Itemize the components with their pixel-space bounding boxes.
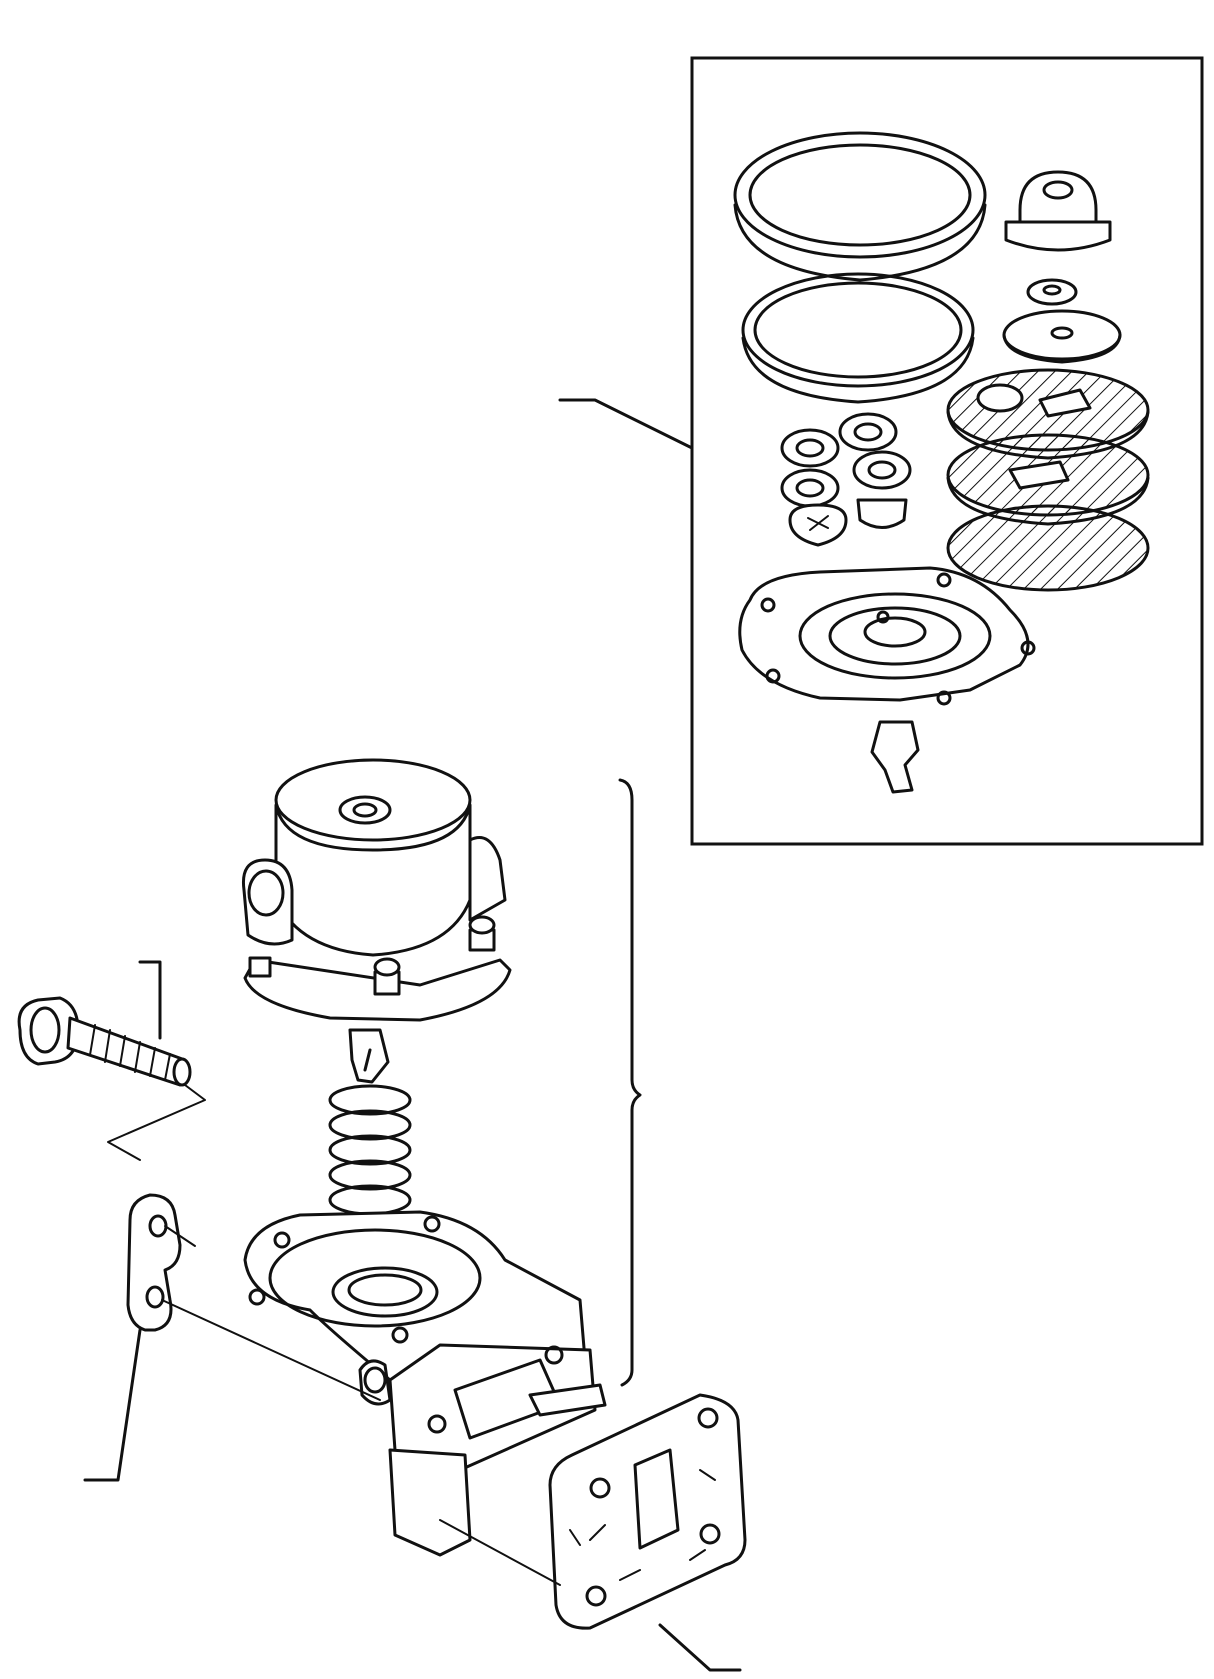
diaphragm-assembly xyxy=(738,566,1036,794)
kit-leader-line xyxy=(558,398,694,450)
large-o-ring xyxy=(733,131,987,282)
cap xyxy=(1004,170,1112,252)
spacer-callout-line xyxy=(83,1328,142,1482)
gasket-axis-line xyxy=(439,1519,561,1586)
kit-inset-frame xyxy=(690,56,1204,846)
spring xyxy=(328,1084,412,1216)
bolt xyxy=(17,996,192,1087)
pump-body xyxy=(243,1210,607,1557)
washer xyxy=(1026,278,1078,306)
bolt-callout-line xyxy=(138,960,162,1040)
pump-cover xyxy=(241,758,512,1022)
hatched-disc-lower xyxy=(946,504,1150,592)
mounting-flange-gasket xyxy=(548,1393,747,1630)
bolt-axis-line xyxy=(107,1084,206,1161)
diaphragm-rod xyxy=(348,1028,390,1084)
spacer-axis-line-upper xyxy=(164,1225,196,1247)
spacer-axis-line-lower xyxy=(161,1299,381,1401)
assembly-brace xyxy=(618,778,642,1387)
hatched-disc-upper xyxy=(946,368,1150,460)
valve-set xyxy=(780,412,912,547)
small-o-ring xyxy=(741,272,975,404)
gasket-callout-line xyxy=(658,1623,742,1672)
retainer-disc xyxy=(1002,309,1122,364)
spacer-plate xyxy=(126,1193,182,1332)
